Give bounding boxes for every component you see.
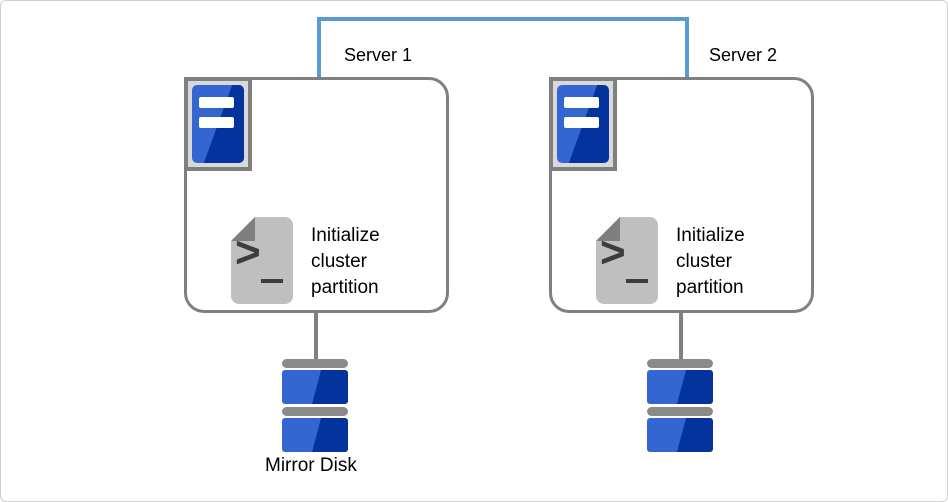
server-1-task-text: Initialize cluster partition [311,225,380,298]
server-icon-frame [184,77,252,171]
disk-bar-icon [282,359,348,368]
disk-bar-icon [647,407,713,416]
terminal-prompt-icon: > [600,228,626,277]
disk-platter-icon [282,418,348,452]
disk-platter-icon [647,418,713,452]
server-icon [192,85,244,163]
server-slot-icon [199,117,234,128]
server-2-task-text: Initialize cluster partition [676,225,745,298]
server-slot-icon [199,97,234,108]
server-icon-frame [549,77,617,171]
disk-platter-icon [282,370,348,404]
disk-bar-icon [647,359,713,368]
server-1-label: Server 1 [344,45,413,65]
interconnect-line-right [685,17,689,78]
terminal-prompt-icon: > [235,228,261,277]
disk-bar-icon [282,407,348,416]
server-1-group: Server 1 > Initialize cluster partition … [184,45,449,476]
terminal-cursor-icon [626,279,648,283]
terminal-cursor-icon [261,279,283,283]
server-2-group: Server 2 > Initialize cluster partition [549,45,814,452]
server-1-disk-link-line [314,313,318,359]
disk-2-icon [647,359,713,452]
server-icon [557,85,609,163]
server-slot-icon [564,97,599,108]
interconnect-line-top [317,17,689,21]
server-2-label: Server 2 [709,45,778,65]
interconnect-line-left [317,17,321,78]
server-2-disk-link-line [679,313,683,359]
disk-1-icon: Mirror Disk [265,359,357,476]
script-icon: > [596,217,658,304]
script-icon: > [231,217,293,304]
server-slot-icon [564,117,599,128]
mirror-disk-label: Mirror Disk [265,455,357,476]
disk-platter-icon [647,370,713,404]
